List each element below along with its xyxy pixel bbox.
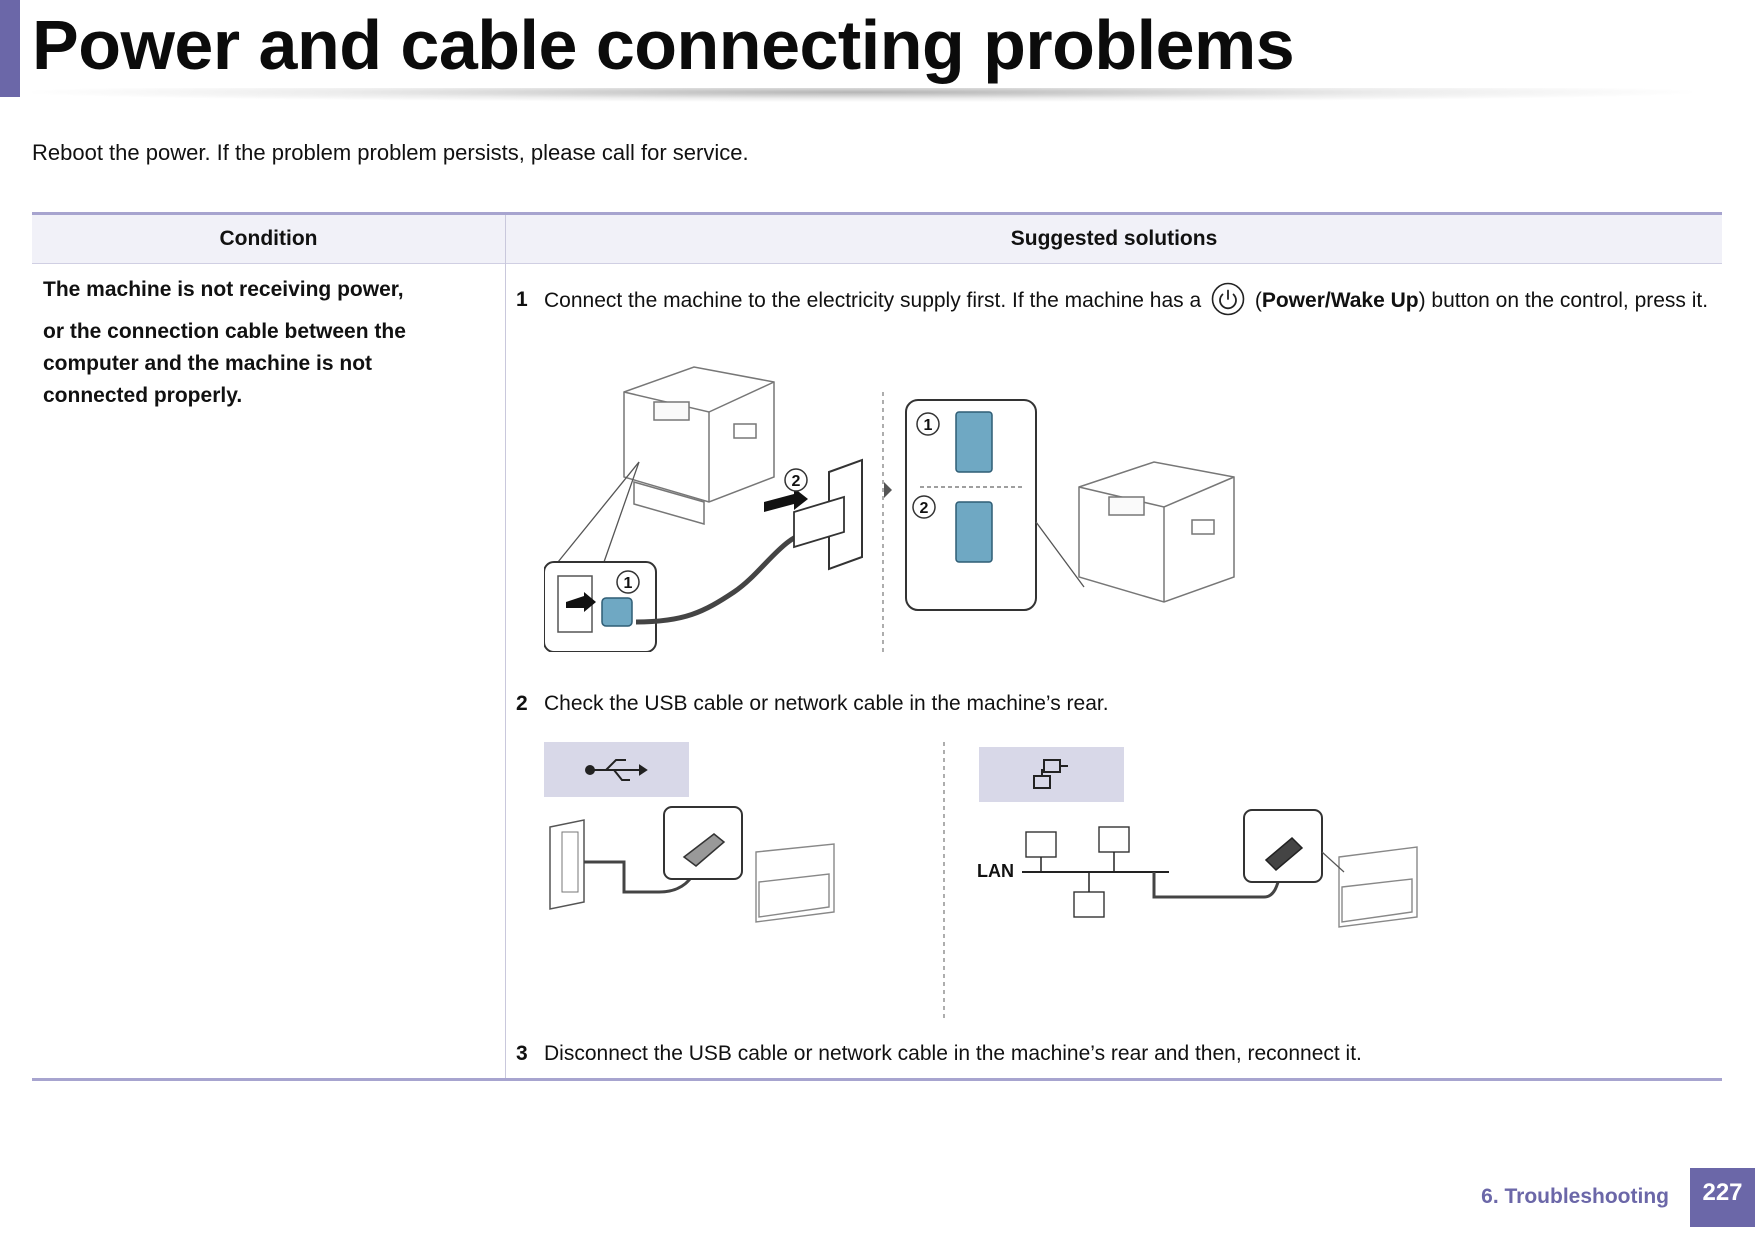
solution-step-2: 2 Check the USB cable or network cable i… bbox=[516, 686, 1716, 722]
callout-1: 1 bbox=[624, 575, 633, 592]
step-text-before: Connect the machine to the electricity s… bbox=[544, 289, 1202, 312]
header-suggested-solutions: Suggested solutions bbox=[1010, 227, 1218, 250]
step-number: 2 bbox=[516, 692, 528, 715]
title-underline bbox=[32, 88, 1692, 102]
step-text: Check the USB cable or network cable in … bbox=[544, 692, 1109, 715]
cable-connection-illustration: LAN bbox=[544, 742, 1418, 1022]
solution-step-3: 3 Disconnect the USB cable or network ca… bbox=[516, 1036, 1716, 1072]
paren-open: ( bbox=[1249, 289, 1262, 312]
footer-section-label: 6. Troubleshooting bbox=[1481, 1185, 1669, 1208]
network-label-panel bbox=[979, 747, 1124, 802]
step-text: Connect the machine to the electricity s… bbox=[544, 282, 1716, 319]
callout-4: 2 bbox=[920, 500, 929, 517]
page-number-badge: 227 bbox=[1690, 1168, 1755, 1227]
page-title: Power and cable connecting problems bbox=[32, 6, 1295, 84]
network-icon bbox=[1033, 759, 1068, 789]
condition-line-1: The machine is not receiving power, bbox=[43, 278, 404, 301]
table-bottom-rule bbox=[32, 1078, 1722, 1081]
printer-drawing bbox=[623, 366, 775, 525]
column-divider bbox=[505, 215, 506, 1078]
step-text: Disconnect the USB cable or network cabl… bbox=[544, 1042, 1362, 1065]
lan-label: LAN bbox=[977, 861, 1014, 881]
condition-line-2: or the connection cable between the comp… bbox=[43, 320, 406, 407]
chapter-accent-bar bbox=[0, 0, 20, 97]
step-text-after: ) button on the control, press it. bbox=[1418, 289, 1709, 312]
power-connection-illustration: 1 2 1 2 bbox=[544, 366, 1235, 652]
solution-step-1: 1 Connect the machine to the electricity… bbox=[516, 282, 1716, 319]
power-icon bbox=[1211, 282, 1245, 316]
intro-text: Reboot the power. If the problem problem… bbox=[32, 140, 749, 165]
plug-blue-fill bbox=[601, 597, 633, 627]
table-header-row: Condition Suggested solutions bbox=[32, 215, 1722, 264]
usb-icon bbox=[585, 759, 648, 781]
troubleshooting-table: Condition Suggested solutions The machin… bbox=[32, 212, 1722, 1081]
header-condition: Condition bbox=[219, 227, 318, 250]
table-top-rule bbox=[32, 212, 1722, 215]
callout-2: 2 bbox=[792, 473, 801, 490]
callout-3: 1 bbox=[924, 417, 933, 434]
step-number: 3 bbox=[516, 1042, 528, 1065]
step-number: 1 bbox=[516, 288, 528, 311]
button-name: Power/Wake Up bbox=[1261, 289, 1419, 312]
